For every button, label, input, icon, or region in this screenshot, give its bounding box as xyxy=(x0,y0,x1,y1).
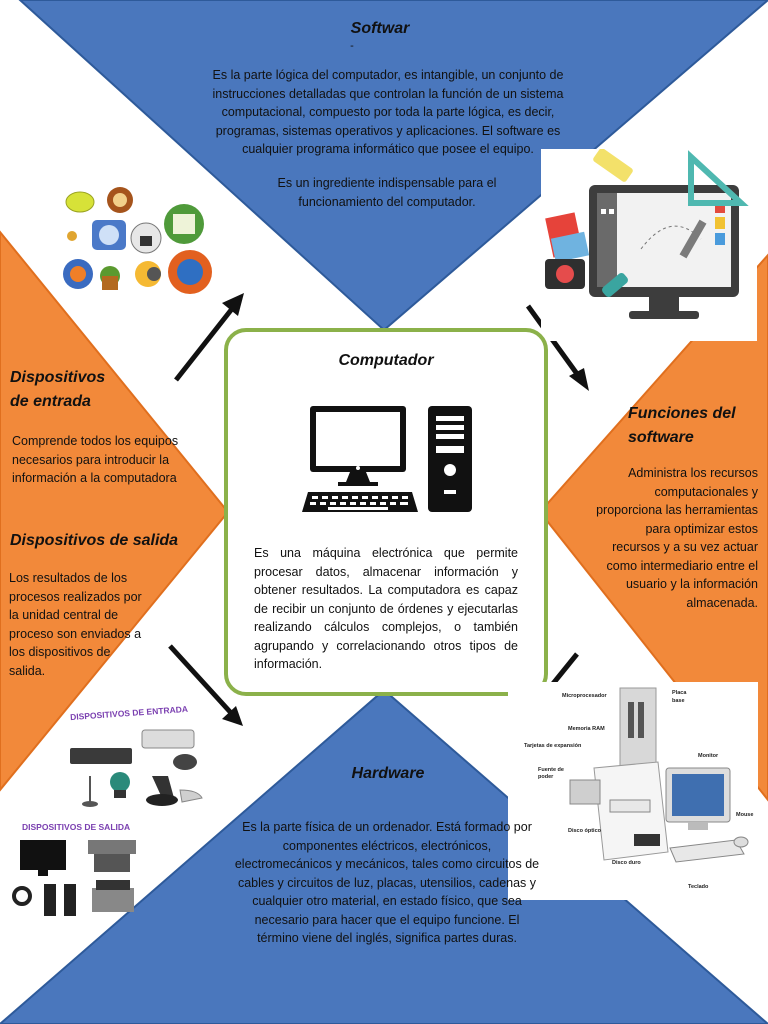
software-paragraph-2: Es un ingrediente indispensable para el … xyxy=(277,176,497,209)
svg-text:Fuente de: Fuente de xyxy=(538,767,564,773)
hardware-text: Es la parte física de un ordenador. Está… xyxy=(234,820,540,945)
input-devices-title-line2: de entrada xyxy=(10,393,91,410)
svg-text:Microprocesador: Microprocesador xyxy=(562,693,607,699)
input-devices-title-line1: Dispositivos xyxy=(10,369,106,386)
center-title: Computador xyxy=(338,352,434,369)
svg-text:Memoria RAM: Memoria RAM xyxy=(568,726,605,732)
functions-title-line2: software xyxy=(628,429,694,446)
devices-image: DISPOSITIVOS DE ENTRADA DISPOSITIVOS DE … xyxy=(10,700,215,930)
arrow-to-devices-image xyxy=(168,644,234,716)
arrow-to-functions xyxy=(525,304,583,380)
software-paragraph-1: Es la parte lógica del computador, es in… xyxy=(212,68,564,156)
hardware-title: Hardware xyxy=(351,765,425,782)
orange-left-panel xyxy=(0,230,230,792)
output-devices-title: Dispositivos de salida xyxy=(10,532,179,549)
functions-text: Administra los recursos computacionales … xyxy=(596,466,758,610)
center-panel: Computador Es una máquina electrónica qu… xyxy=(224,328,548,696)
svg-text:Disco duro: Disco duro xyxy=(612,860,641,866)
input-devices-text: Comprende todos los equipos necesarios p… xyxy=(12,434,179,485)
orange-right-panel xyxy=(538,253,768,802)
software-design-image xyxy=(541,149,757,341)
svg-text:Disco óptico: Disco óptico xyxy=(568,828,602,834)
software-dash: - xyxy=(350,40,354,52)
center-text: Es una máquina electrónica que permite p… xyxy=(254,546,518,671)
svg-text:Tarjetas de expansión: Tarjetas de expansión xyxy=(524,743,582,749)
svg-text:poder: poder xyxy=(538,774,554,780)
svg-text:Monitor: Monitor xyxy=(698,753,719,759)
arrow-to-software-icons xyxy=(174,303,237,382)
software-title: Softwar xyxy=(350,20,410,37)
devices-output-label: DISPOSITIVOS DE SALIDA xyxy=(22,822,131,832)
svg-text:Teclado: Teclado xyxy=(688,884,709,890)
output-devices-text: Los resultados de los procesos realizado… xyxy=(9,571,142,678)
functions-title-line1: Funciones del xyxy=(628,405,736,422)
svg-text:Placa: Placa xyxy=(672,690,687,696)
svg-text:Mouse: Mouse xyxy=(736,812,753,818)
hardware-components-image: Microprocesador Placa base Memoria RAM T… xyxy=(508,682,758,900)
software-icons-image xyxy=(63,187,212,294)
svg-text:base: base xyxy=(672,698,685,704)
computer-icon xyxy=(302,406,472,512)
